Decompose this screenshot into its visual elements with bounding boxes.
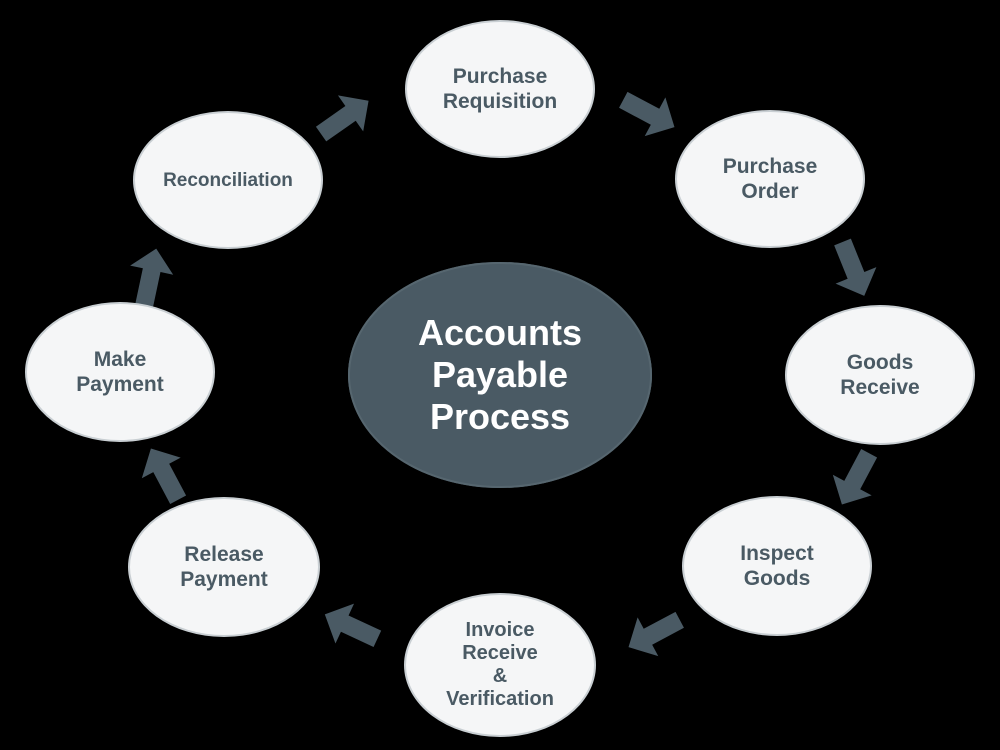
node-release-payment-label: Release Payment	[180, 543, 268, 591]
arrow-reconciliation-to-requisition-shape	[315, 95, 369, 142]
arrow-requisition-to-order	[619, 91, 675, 137]
node-goods-receive: Goods Receive	[785, 305, 975, 445]
node-purchase-requisition: Purchase Requisition	[405, 20, 595, 158]
node-invoice-verification-label: Invoice Receive & Verification	[446, 619, 554, 710]
node-make-payment-label: Make Payment	[76, 348, 164, 396]
node-make-payment: Make Payment	[25, 302, 215, 442]
arrow-order-to-receive-shape	[834, 238, 877, 296]
node-release-payment: Release Payment	[128, 497, 320, 637]
arrow-invoice-to-release	[324, 603, 382, 647]
node-purchase-order: Purchase Order	[675, 110, 865, 248]
arrow-reconciliation-to-requisition	[315, 95, 369, 142]
arrow-inspect-to-invoice	[628, 611, 684, 657]
node-goods-receive-label: Goods Receive	[840, 351, 920, 399]
arrow-inspect-to-invoice-shape	[628, 611, 684, 657]
arrow-order-to-receive	[834, 238, 877, 296]
node-reconciliation-label: Reconciliation	[163, 169, 293, 191]
arrow-invoice-to-release-shape	[324, 603, 382, 647]
center-hub: Accounts Payable Process	[348, 262, 652, 488]
node-inspect-goods: Inspect Goods	[682, 496, 872, 636]
arrow-receive-to-inspect-shape	[832, 449, 878, 505]
node-reconciliation: Reconciliation	[133, 111, 323, 249]
node-purchase-requisition-label: Purchase Requisition	[442, 65, 558, 113]
arrow-requisition-to-order-shape	[619, 91, 675, 137]
arrow-release-to-make	[141, 448, 187, 504]
arrow-release-to-make-shape	[141, 448, 187, 504]
node-purchase-order-label: Purchase Order	[722, 155, 818, 203]
arrow-make-to-reconciliation-shape	[130, 248, 174, 308]
node-invoice-verification: Invoice Receive & Verification	[404, 593, 596, 737]
arrow-make-to-reconciliation	[130, 248, 174, 308]
arrow-receive-to-inspect	[832, 449, 878, 505]
center-title: Accounts Payable Process	[417, 312, 583, 437]
node-inspect-goods-label: Inspect Goods	[740, 542, 814, 590]
